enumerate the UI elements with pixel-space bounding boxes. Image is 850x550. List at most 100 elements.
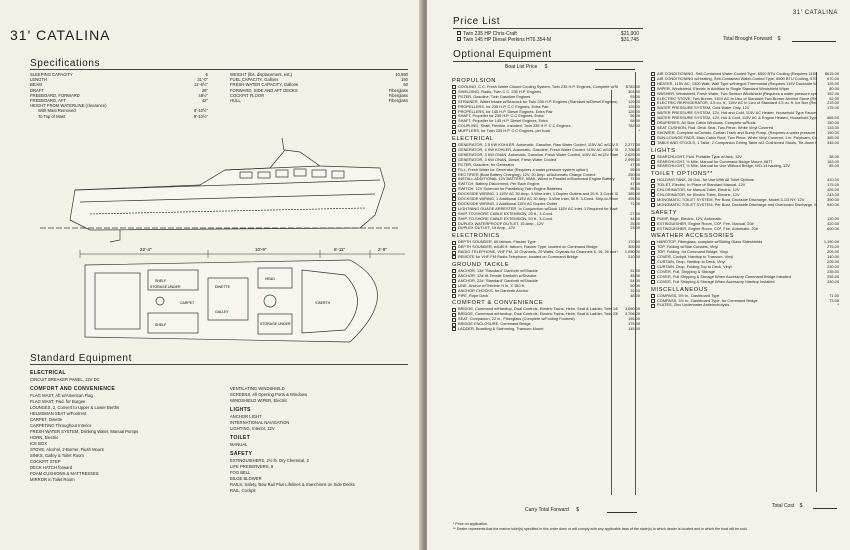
option-price: 50.00: [630, 282, 640, 288]
option-price: 190.00: [827, 129, 839, 135]
option-checkbox[interactable]: [651, 265, 655, 270]
option-price: 27.00: [630, 210, 640, 216]
total-cost-field[interactable]: [813, 503, 837, 509]
option-checkbox[interactable]: [452, 327, 456, 332]
option-checkbox[interactable]: [651, 280, 655, 285]
option-checkbox[interactable]: [651, 270, 655, 275]
option-checkbox[interactable]: [452, 317, 456, 322]
option-checkbox[interactable]: [651, 255, 655, 260]
option-checkbox[interactable]: [452, 207, 456, 212]
option-checkbox[interactable]: [452, 90, 456, 95]
option-checkbox[interactable]: [452, 85, 456, 90]
option-checkbox[interactable]: [651, 77, 655, 82]
option-checkbox[interactable]: [651, 116, 655, 121]
option-checkbox[interactable]: [452, 197, 456, 202]
option-checkbox[interactable]: [452, 255, 456, 260]
option-checkbox[interactable]: [452, 105, 456, 110]
option-checkbox[interactable]: [651, 136, 655, 141]
option-checkbox[interactable]: [452, 279, 456, 284]
option-checkbox[interactable]: [452, 119, 456, 124]
option-checkbox[interactable]: [452, 148, 456, 153]
option-checkbox[interactable]: [452, 289, 456, 294]
option-checkbox[interactable]: [452, 240, 456, 245]
option-checkbox[interactable]: [651, 245, 655, 250]
option-checkbox[interactable]: [651, 260, 655, 265]
option-checkbox[interactable]: [452, 192, 456, 197]
option-description: SEAT CUSHION, Fwd. Deck Seat, Two-Piece,…: [657, 125, 774, 130]
option-checkbox[interactable]: [452, 307, 456, 312]
option-checkbox[interactable]: [651, 240, 655, 245]
option-checkbox[interactable]: [452, 158, 456, 163]
option-checkbox[interactable]: [651, 198, 655, 203]
option-checkbox[interactable]: [452, 312, 456, 317]
option-checkbox[interactable]: [452, 212, 456, 217]
total-brought-forward-field[interactable]: [792, 36, 836, 42]
option-checkbox[interactable]: [651, 188, 655, 193]
option-checkbox[interactable]: [651, 111, 655, 116]
price-checkbox[interactable]: [457, 37, 461, 42]
option-checkbox[interactable]: [651, 96, 655, 101]
option-checkbox[interactable]: [651, 72, 655, 77]
option-checkbox[interactable]: [651, 131, 655, 136]
option-checkbox[interactable]: [452, 109, 456, 114]
option-checkbox[interactable]: [651, 141, 655, 146]
option-checkbox[interactable]: [452, 95, 456, 100]
option-checkbox[interactable]: [452, 274, 456, 279]
option-price: 133.00: [827, 124, 839, 130]
option-checkbox[interactable]: [651, 193, 655, 198]
option-checkbox[interactable]: [651, 126, 655, 131]
carry-total-forward-field[interactable]: [607, 507, 637, 513]
option-checkbox[interactable]: [651, 303, 655, 308]
option-checkbox[interactable]: [452, 143, 456, 148]
option-checkbox[interactable]: [651, 226, 655, 231]
option-checkbox[interactable]: [651, 298, 655, 303]
option-checkbox[interactable]: [452, 221, 456, 226]
option-checkbox[interactable]: [651, 164, 655, 169]
option-checkbox[interactable]: [452, 172, 456, 177]
option-checkbox[interactable]: [651, 217, 655, 222]
boat-list-price-field[interactable]: [595, 64, 635, 70]
optional-item: COOLING, C.C. Fresh Water Closed Cooling…: [452, 84, 640, 90]
option-checkbox[interactable]: [651, 92, 655, 97]
standard-equipment-heading: Standard Equipment: [30, 353, 132, 364]
option-checkbox[interactable]: [452, 153, 456, 158]
option-checkbox[interactable]: [651, 82, 655, 87]
option-price: $783.00: [625, 84, 640, 89]
option-checkbox[interactable]: [651, 154, 655, 159]
option-checkbox[interactable]: [452, 182, 456, 187]
option-checkbox[interactable]: [651, 106, 655, 111]
option-price: 71.00: [630, 176, 640, 182]
option-checkbox[interactable]: [651, 222, 655, 227]
option-checkbox[interactable]: [651, 101, 655, 106]
option-checkbox[interactable]: [452, 226, 456, 231]
option-checkbox[interactable]: [452, 167, 456, 172]
option-checkbox[interactable]: [452, 217, 456, 222]
option-checkbox[interactable]: [452, 129, 456, 134]
option-checkbox[interactable]: [651, 203, 655, 208]
option-checkbox[interactable]: [452, 284, 456, 289]
option-checkbox[interactable]: [651, 275, 655, 280]
option-checkbox[interactable]: [452, 250, 456, 255]
option-checkbox[interactable]: [651, 121, 655, 126]
option-checkbox[interactable]: [452, 187, 456, 192]
option-checkbox[interactable]: [651, 87, 655, 92]
option-checkbox[interactable]: [452, 124, 456, 129]
option-checkbox[interactable]: [651, 159, 655, 164]
option-checkbox[interactable]: [651, 250, 655, 255]
option-checkbox[interactable]: [452, 202, 456, 207]
price-checkbox[interactable]: [457, 31, 461, 36]
option-checkbox[interactable]: [452, 293, 456, 298]
option-checkbox[interactable]: [452, 100, 456, 105]
option-checkbox[interactable]: [651, 178, 655, 183]
option-checkbox[interactable]: [452, 177, 456, 182]
option-checkbox[interactable]: [452, 269, 456, 274]
option-checkbox[interactable]: [452, 322, 456, 327]
option-checkbox[interactable]: [452, 245, 456, 250]
spec-value: 50: [403, 82, 408, 88]
option-checkbox[interactable]: [651, 183, 655, 188]
option-checkbox[interactable]: [651, 294, 655, 299]
option-checkbox[interactable]: [452, 163, 456, 168]
option-checkbox[interactable]: [452, 114, 456, 119]
